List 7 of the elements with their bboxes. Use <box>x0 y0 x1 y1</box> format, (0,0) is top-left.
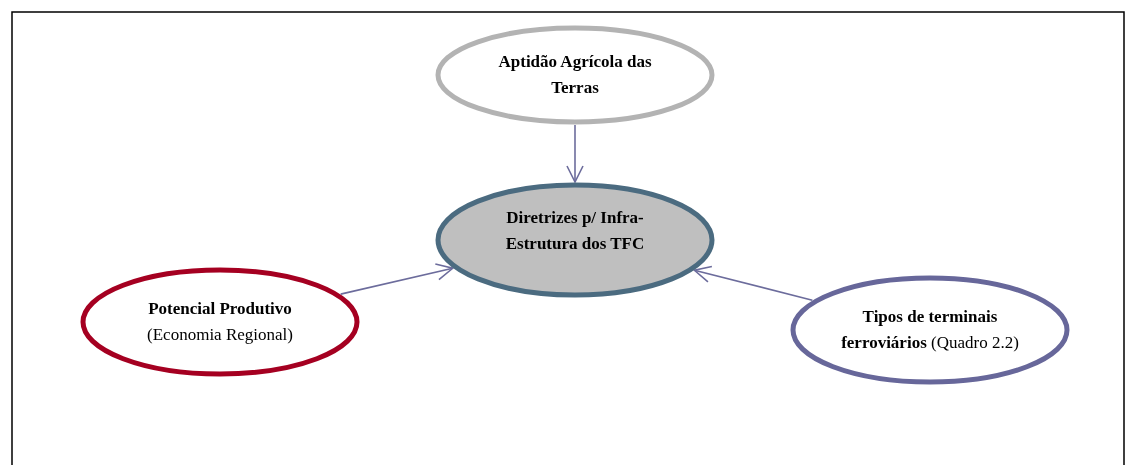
node-label: Aptidão Agrícola das Terras <box>497 51 653 99</box>
arrow <box>693 265 814 301</box>
arrow <box>566 124 584 183</box>
node-label: Potencial Produtivo (Economia Regional) <box>146 298 294 346</box>
node-label: Diretrizes p/ Infra-Estrutura dos TFC <box>504 207 646 255</box>
node-label: Tipos de terminais ferroviários (Quadro 2.2) <box>840 306 1020 354</box>
arrow <box>339 263 454 295</box>
